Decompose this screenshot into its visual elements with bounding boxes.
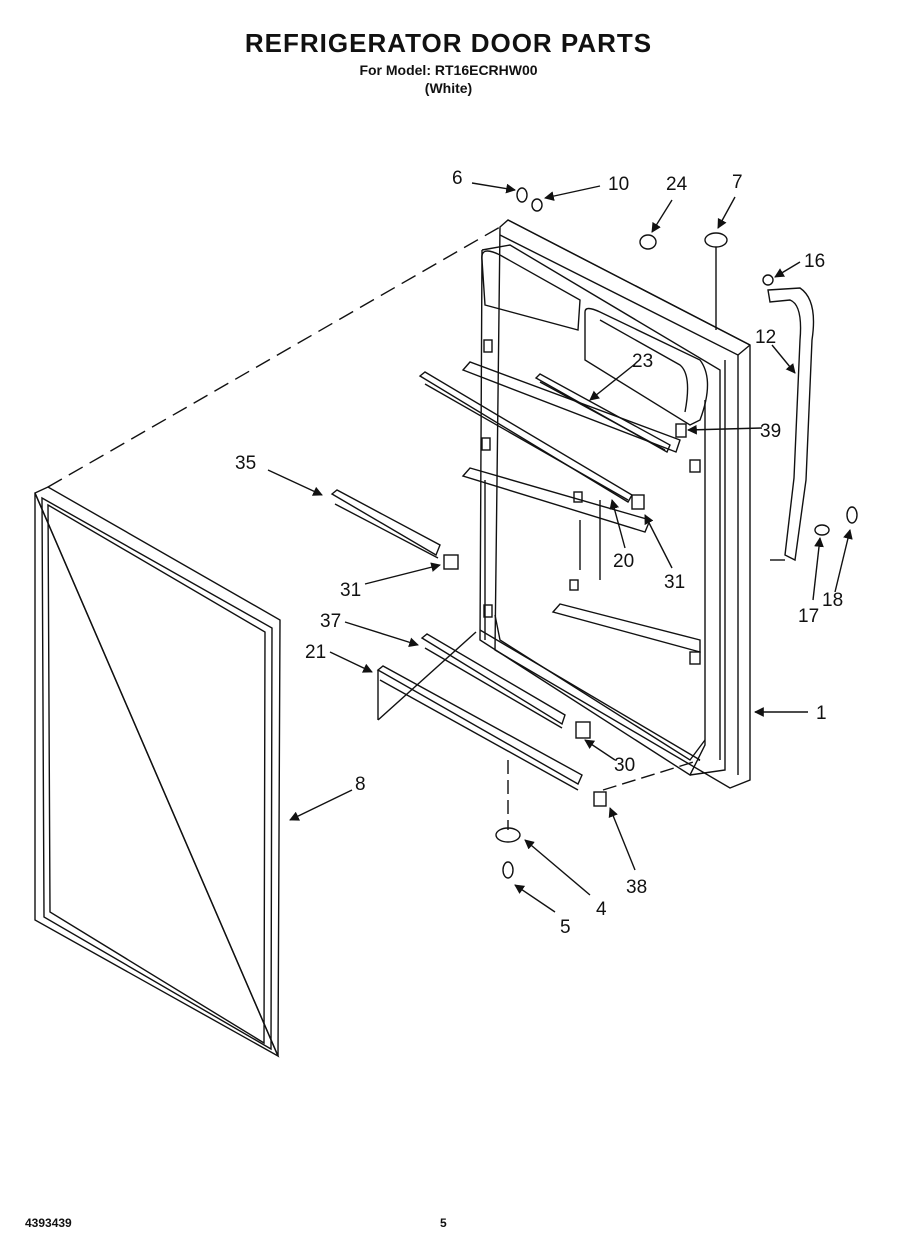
model-line: For Model: RT16ECRHW00	[359, 62, 538, 78]
screw-10-drawing	[531, 198, 543, 212]
callout-10: 10	[608, 174, 629, 195]
shelf-bar-35-drawing	[330, 489, 441, 557]
callout-7: 7	[732, 172, 743, 193]
door-gasket-drawing	[34, 486, 281, 1058]
washer-18-drawing	[846, 506, 858, 524]
door-panel-drawing	[461, 219, 751, 789]
callout-39: 39	[760, 421, 781, 442]
callout-12: 12	[755, 327, 776, 348]
callout-31-right: 31	[664, 572, 685, 593]
callout-5: 5	[560, 917, 571, 938]
bracket-31-left-drawing	[443, 554, 459, 570]
callout-30: 30	[614, 755, 635, 776]
door-handle-drawing	[767, 287, 815, 562]
callout-20: 20	[613, 551, 634, 572]
cap-38-drawing	[593, 791, 607, 807]
screw-16-drawing	[762, 274, 774, 286]
screw-5-drawing	[502, 861, 514, 879]
screw-17-drawing	[814, 524, 830, 536]
callout-23: 23	[632, 351, 653, 372]
callout-17: 17	[798, 606, 819, 627]
document-number: 4393439	[25, 1216, 72, 1230]
callout-21: 21	[305, 642, 326, 663]
callout-1: 1	[816, 703, 827, 724]
color-line: (White)	[424, 80, 473, 96]
callout-6: 6	[452, 168, 463, 189]
callout-24: 24	[666, 174, 688, 195]
shelf-bar-37-drawing	[420, 633, 566, 726]
callout-38: 38	[626, 877, 647, 898]
callout-16: 16	[804, 251, 825, 272]
page-number: 5	[440, 1216, 447, 1230]
shelf-bar-21-drawing	[376, 665, 583, 785]
plug-7-drawing	[704, 232, 728, 248]
callout-4: 4	[596, 899, 607, 920]
callout-31-left: 31	[340, 580, 361, 601]
plug-24-drawing	[639, 234, 657, 250]
callout-35: 35	[235, 453, 256, 474]
page-title: REFRIGERATOR DOOR PARTS	[244, 28, 653, 58]
callout-37: 37	[320, 611, 341, 632]
callout-18: 18	[822, 590, 843, 611]
screw-6-drawing	[516, 187, 528, 203]
hinge-4-drawing	[495, 827, 521, 843]
callout-8: 8	[355, 774, 366, 795]
bracket-30-drawing	[575, 721, 591, 739]
